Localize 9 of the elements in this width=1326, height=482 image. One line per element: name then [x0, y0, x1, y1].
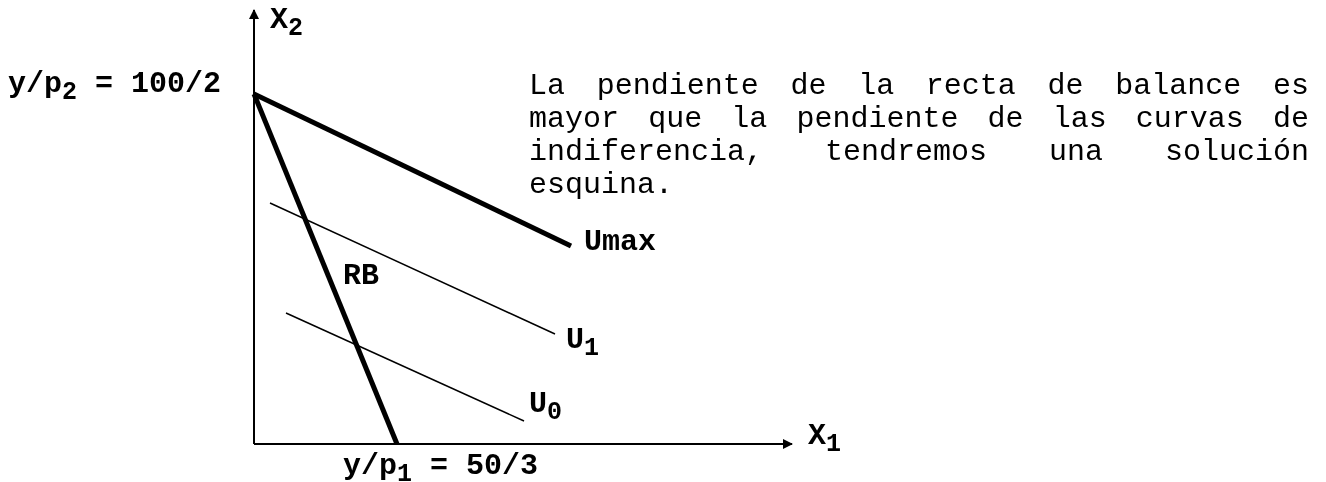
curve-label: U$_{1}$ — [566, 323, 600, 365]
curve-label: U$_{0}$ — [529, 387, 563, 429]
intercept-label: y/p$_{2}$ = 100/2 — [8, 67, 222, 109]
line-label: RB — [343, 259, 379, 293]
intercept-label: y/p$_{1}$ = 50/3 — [343, 449, 539, 482]
curve-label: Umax — [584, 225, 656, 259]
axis-label: X$_{2}$ — [270, 3, 304, 45]
note-text: La pendiente de la recta de balance es mayor que la pendiente de las curvas de indiferencia, tendremos una solución esquina. — [529, 70, 1309, 202]
axis-label: X$_{1}$ — [808, 419, 842, 461]
